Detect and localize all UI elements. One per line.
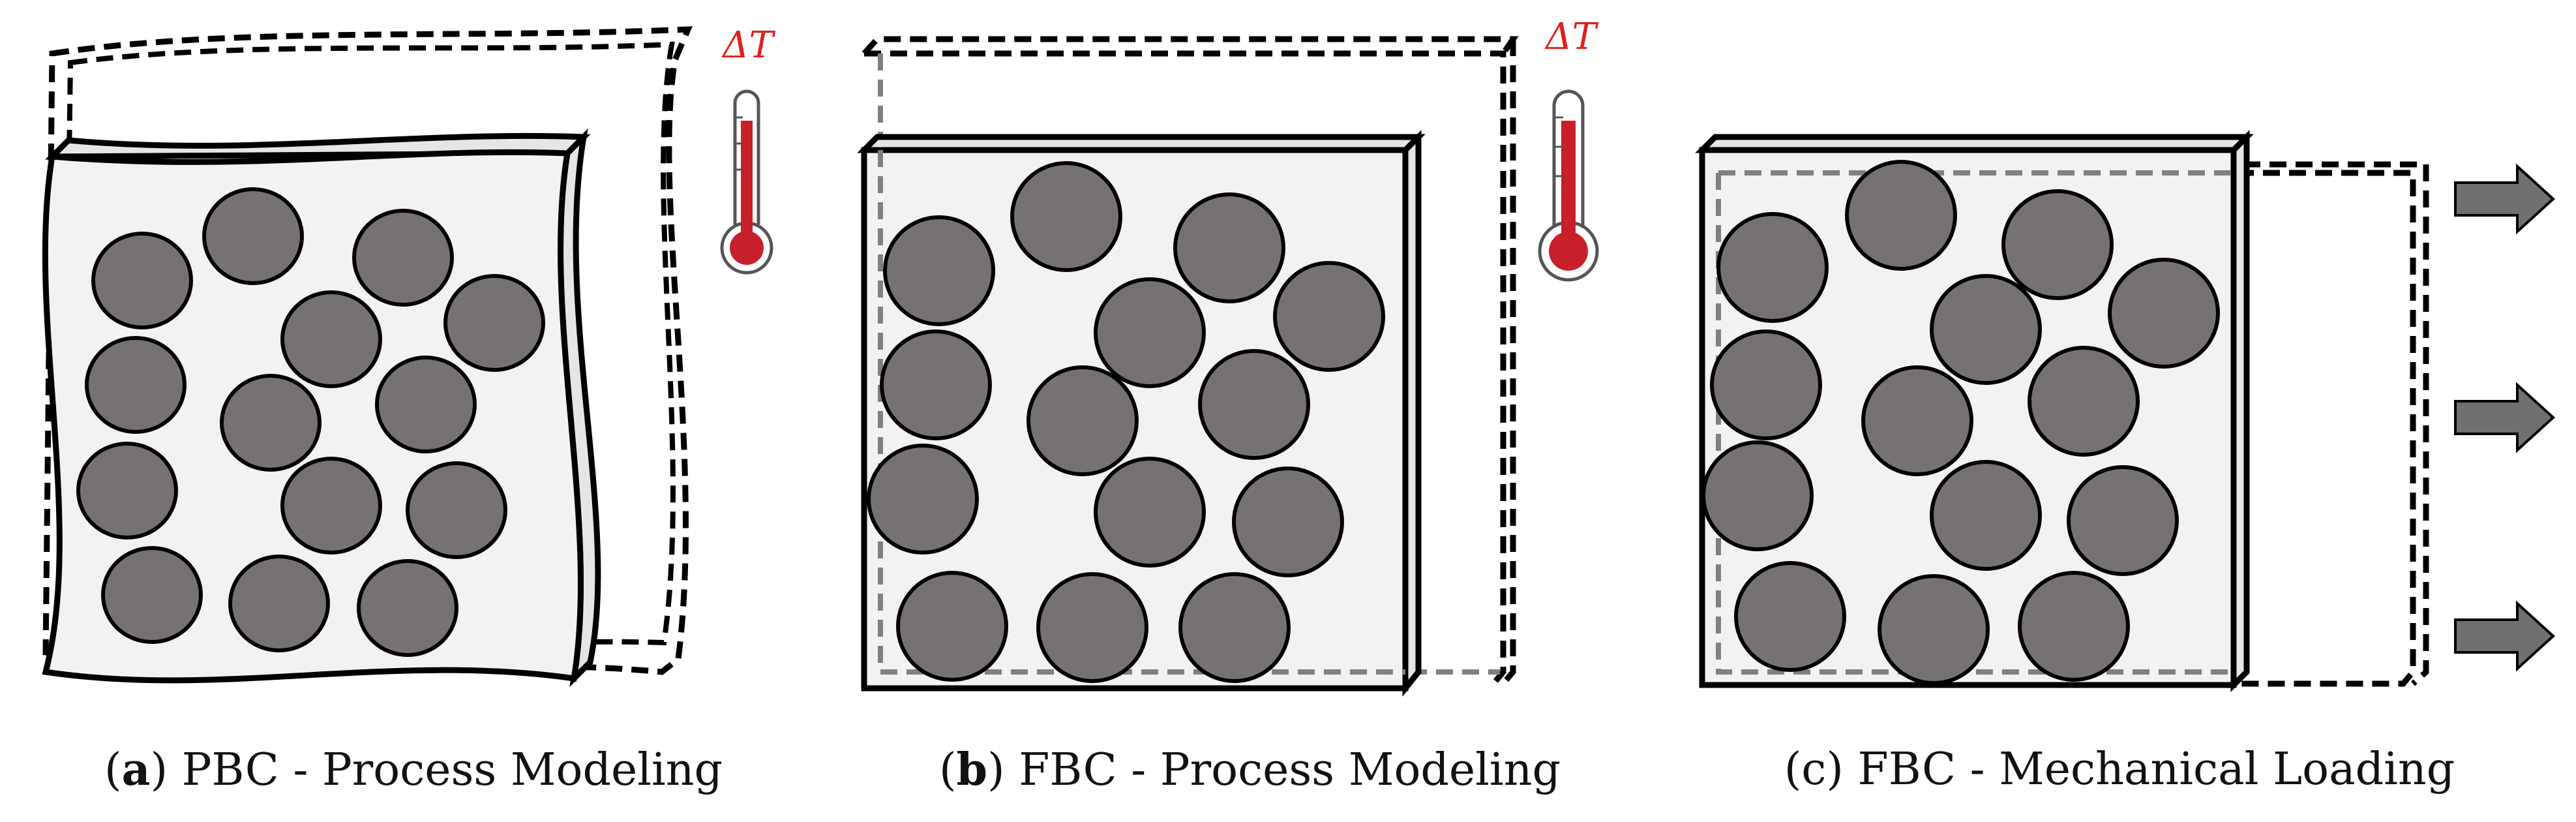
fiber-circle xyxy=(2028,346,2140,457)
caption-b: (b) FBC - Process Modeling xyxy=(939,744,1561,796)
load-arrow-icon xyxy=(2454,163,2555,235)
fiber-circle xyxy=(2018,571,2130,682)
fiber-circle xyxy=(1878,574,1990,685)
fiber-circle xyxy=(280,290,382,388)
caption-b-letter: b xyxy=(956,744,988,796)
fiber-circle xyxy=(1036,572,1148,683)
fiber-circle xyxy=(2067,465,2179,576)
fiber-circle xyxy=(1930,460,2042,571)
fiber-circle xyxy=(280,457,382,555)
delta-t-label: ΔT xyxy=(1544,16,1598,58)
fiber-circle xyxy=(1026,365,1139,476)
fiber-circle xyxy=(1845,160,1957,271)
fiber-circle xyxy=(352,209,454,307)
fiber-circle xyxy=(101,546,203,644)
fiber-circle xyxy=(443,274,545,372)
fiber-circle xyxy=(896,571,1008,682)
fiber-circle xyxy=(1930,274,2042,385)
fiber-circle xyxy=(1701,440,1814,551)
fiber-circle xyxy=(1173,192,1285,303)
fiber-circle xyxy=(202,187,304,285)
panel-c-fibers xyxy=(1701,160,2220,685)
fiber-circle xyxy=(1232,466,1344,577)
panel-b: ΔT xyxy=(857,16,1599,697)
panel-c xyxy=(1695,130,2555,692)
load-arrow-icon xyxy=(2454,600,2555,672)
panel-c-stretched-outline xyxy=(1715,161,2429,687)
fiber-circle xyxy=(357,559,458,657)
delta-t-label: ΔT xyxy=(721,24,775,67)
fiber-circle xyxy=(1010,161,1122,272)
fiber-circle xyxy=(76,442,178,540)
fiber-circle xyxy=(883,215,995,326)
caption-b-text: FBC - Process Modeling xyxy=(1019,744,1561,796)
caption-a: (a) PBC - Process Modeling xyxy=(104,744,723,796)
caption-a-letter: a xyxy=(121,744,151,796)
fiber-circle xyxy=(91,232,193,329)
caption-c-text: FBC - Mechanical Loading xyxy=(1857,744,2455,795)
panel-b-expanded-outline xyxy=(861,36,1519,686)
fiber-circle xyxy=(406,461,507,559)
fiber-circle xyxy=(880,329,992,440)
fiber-circle xyxy=(1178,572,1291,683)
caption-c-letter: c xyxy=(1801,744,1827,795)
fiber-circle xyxy=(1716,212,1829,323)
caption-c: (c) FBC - Mechanical Loading xyxy=(1784,744,2455,795)
fiber-circle xyxy=(85,336,187,434)
fiber-circle xyxy=(867,444,979,555)
fiber-circle xyxy=(1198,349,1310,460)
thermometer-icon xyxy=(1538,89,1599,282)
fiber-circle xyxy=(1094,277,1206,388)
load-arrow-icon xyxy=(2454,382,2555,453)
fiber-circle xyxy=(1734,561,1846,672)
fiber-circle xyxy=(1710,329,1822,440)
thermometer-icon xyxy=(720,89,773,275)
panel-a: ΔT xyxy=(42,24,775,688)
fiber-circle xyxy=(2108,258,2220,369)
panel-a-fibers xyxy=(76,187,545,657)
panel-b-fibers xyxy=(867,161,1385,683)
fiber-circle xyxy=(1273,261,1385,372)
fiber-circle xyxy=(220,374,322,472)
fiber-circle xyxy=(1861,365,1973,476)
fiber-circle xyxy=(2001,189,2114,300)
caption-a-text: PBC - Process Modeling xyxy=(181,744,723,796)
fiber-circle xyxy=(228,555,330,652)
fiber-circle xyxy=(1094,457,1206,568)
fiber-circle xyxy=(375,356,477,453)
